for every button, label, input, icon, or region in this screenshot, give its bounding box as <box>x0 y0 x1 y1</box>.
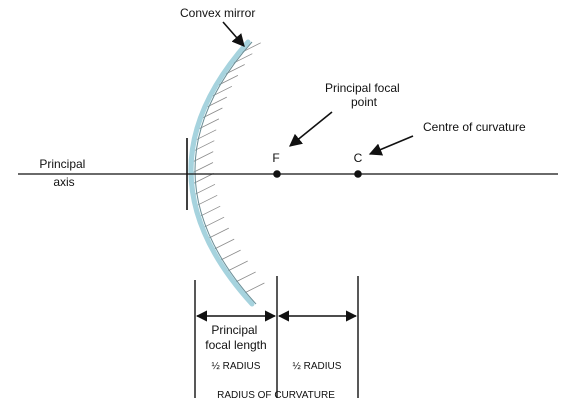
focal-point-dot <box>273 170 281 178</box>
focal-point-letter: F <box>272 151 279 165</box>
centre-pointer-arrow <box>368 135 414 156</box>
hatch-line <box>196 129 217 141</box>
principal-axis-label: Principal axis <box>39 157 88 189</box>
half-radius-left-label: ½ RADIUS <box>212 361 261 372</box>
hatch-line <box>227 260 248 272</box>
mirror-pointer-arrow <box>222 21 245 47</box>
mirror-label: Convex mirror <box>180 6 255 20</box>
mirror-hatching <box>192 42 265 294</box>
hatch-line <box>198 118 220 130</box>
convex-mirror-surface <box>188 39 255 307</box>
hatch-line <box>244 282 265 294</box>
centre-point-dot <box>354 170 362 178</box>
focal-point-label: Principal focal point <box>325 81 403 109</box>
convex-mirror-edge <box>194 41 257 305</box>
hatch-line <box>235 271 256 283</box>
hatch-line <box>192 162 214 173</box>
half-radius-right-label: ½ RADIUS <box>293 361 342 372</box>
hatch-line <box>214 238 235 250</box>
centre-letter: C <box>354 151 363 165</box>
hatch-line <box>203 216 225 228</box>
hatch-line <box>197 194 218 206</box>
hatch-line <box>220 249 241 261</box>
hatch-line <box>202 107 223 119</box>
focal-point-pointer-arrow <box>289 111 333 147</box>
hatch-line <box>193 173 214 184</box>
hatch-line <box>208 227 229 239</box>
radius-of-curvature-label: RADIUS OF CURVATURE <box>217 390 335 401</box>
hatch-line <box>194 183 216 195</box>
centre-label: Centre of curvature <box>423 120 526 134</box>
focal-length-label: Principal focal length <box>205 323 266 352</box>
hatch-line <box>193 151 214 162</box>
hatch-line <box>206 96 227 108</box>
hatch-line <box>200 205 221 217</box>
hatch-line <box>194 140 215 152</box>
